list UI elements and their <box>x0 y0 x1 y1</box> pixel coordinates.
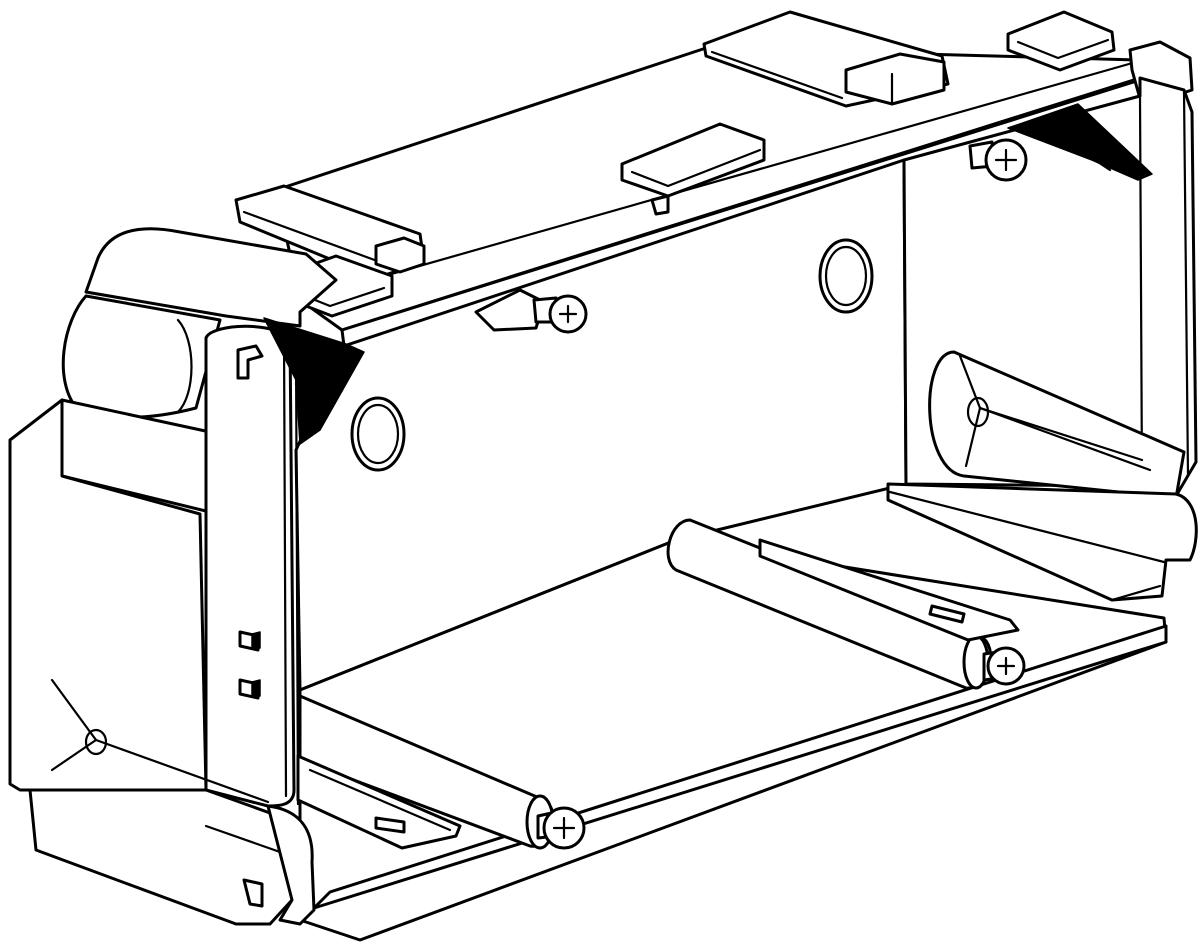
screw-upper-right <box>968 138 1028 182</box>
right-side-wall <box>902 76 1198 500</box>
right-floor-rail <box>886 482 1198 602</box>
knockout-hole-left <box>350 396 406 472</box>
back-wall <box>294 158 908 692</box>
right-wall-knockout <box>928 350 1186 500</box>
cross-head-screw-icon <box>996 656 1016 676</box>
screw-lower-right <box>982 646 1026 686</box>
left-corner-shadow <box>263 317 365 445</box>
right-corner-shadow <box>1007 103 1153 181</box>
cross-head-screw-icon <box>558 304 578 324</box>
back-roller <box>666 518 1020 690</box>
cross-head-screw-icon <box>552 816 576 840</box>
knockout-hole-center <box>818 238 874 314</box>
screw-lower-left <box>536 806 586 850</box>
left-side-wall <box>8 227 338 926</box>
top-middle-clip <box>620 122 766 216</box>
shadow-wedges <box>263 103 1153 445</box>
screw-upper-middle <box>474 288 588 334</box>
cross-head-screw-icon <box>994 148 1018 172</box>
